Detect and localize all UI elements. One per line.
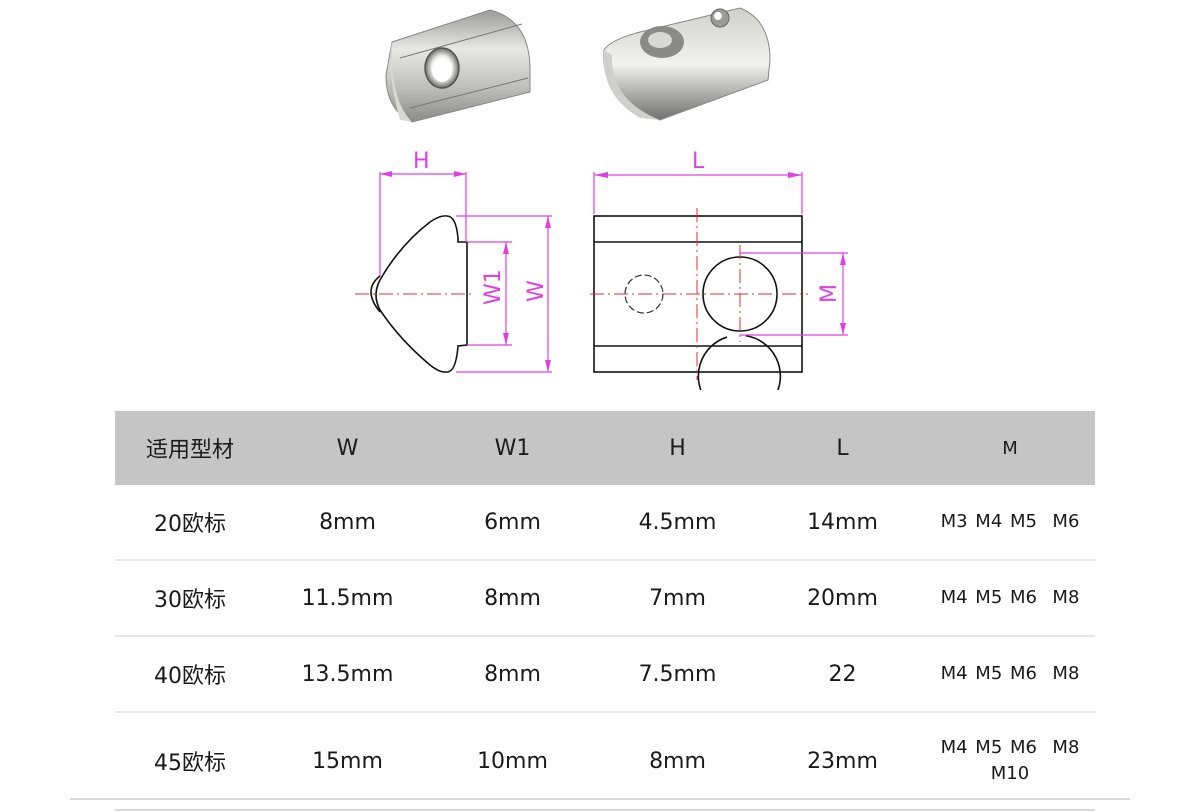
header-l: L	[760, 411, 925, 485]
table-row: 30欧标 11.5mm 8mm 7mm 20mm M4 M5 M6 M8	[115, 560, 1095, 637]
cell-h: 7mm	[595, 560, 760, 637]
cell-m: M4 M5 M6 M8	[925, 636, 1095, 713]
cell-l: 14mm	[760, 485, 925, 561]
t-nut-photo-rear	[603, 7, 771, 121]
cell-m-line1: M3 M4 M5 M6	[940, 511, 1080, 532]
header-m: M	[925, 411, 1095, 485]
cell-l: 23mm	[760, 712, 925, 811]
cell-profile: 45欧标	[115, 712, 265, 811]
cell-w: 15mm	[265, 712, 430, 811]
table-row: 40欧标 13.5mm 8mm 7.5mm 22 M4 M5 M6 M8	[115, 636, 1095, 713]
table-header-row: 适用型材 W W1 H L M	[115, 411, 1095, 485]
dim-label-w: W	[524, 280, 549, 302]
cell-w1: 6mm	[430, 485, 595, 561]
cell-m-line1: M4 M5 M6 M8	[940, 663, 1080, 684]
side-view-drawing: H W1 W	[355, 149, 552, 373]
bottom-divider	[70, 798, 1130, 800]
cell-m-line1: M4 M5 M6 M8	[940, 587, 1080, 608]
cell-w: 13.5mm	[265, 636, 430, 713]
cell-m: M3 M4 M5 M6	[925, 485, 1095, 561]
dim-label-m: M	[817, 284, 842, 303]
table-row: 20欧标 8mm 6mm 4.5mm 14mm M3 M4 M5 M6	[115, 485, 1095, 561]
dim-label-w1: W1	[481, 269, 506, 305]
header-h: H	[595, 411, 760, 485]
cell-h: 4.5mm	[595, 485, 760, 561]
cell-w1: 8mm	[430, 560, 595, 637]
dim-label-l: L	[692, 149, 705, 174]
cell-w1: 8mm	[430, 636, 595, 713]
cell-profile: 40欧标	[115, 636, 265, 713]
cell-l: 20mm	[760, 560, 925, 637]
cell-profile: 30欧标	[115, 560, 265, 637]
dim-label-h: H	[413, 149, 430, 174]
t-nut-photo-front	[385, 9, 531, 123]
header-profile: 适用型材	[115, 411, 265, 485]
cell-m-line1: M4 M5 M6 M8	[940, 737, 1080, 758]
spec-table: 适用型材 W W1 H L M 20欧标 8mm 6mm 4.5mm 14mm …	[115, 411, 1095, 811]
table-row: 45欧标 15mm 10mm 8mm 23mm M4 M5 M6 M8 M10	[115, 712, 1095, 811]
cell-w: 8mm	[265, 485, 430, 561]
cell-h: 7.5mm	[595, 636, 760, 713]
dimension-diagram: H W1 W L M	[355, 149, 848, 390]
cell-m: M4 M5 M6 M8	[925, 560, 1095, 637]
cell-h: 8mm	[595, 712, 760, 811]
cell-profile: 20欧标	[115, 485, 265, 561]
top-view-drawing: L M	[590, 149, 848, 390]
cell-l: 22	[760, 636, 925, 713]
cell-m-line2: M10	[990, 763, 1030, 784]
header-w: W	[265, 411, 430, 485]
header-w1: W1	[430, 411, 595, 485]
cell-w: 11.5mm	[265, 560, 430, 637]
cell-m: M4 M5 M6 M8 M10	[925, 712, 1095, 811]
product-photos	[385, 7, 771, 123]
cell-w1: 10mm	[430, 712, 595, 811]
